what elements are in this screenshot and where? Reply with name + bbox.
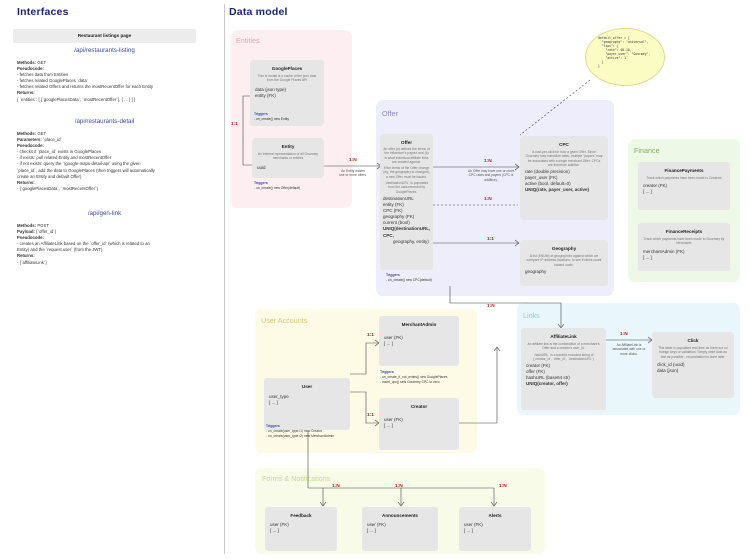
entity-merchantadmin: MerchantAdmin user (FK) [ ... ] <box>379 316 459 366</box>
entity-financepayments: FinancePayments Track which payments hav… <box>638 162 730 210</box>
entity-triggers-title: Triggers <box>254 181 268 185</box>
merchantadmin-trigger-2: - insert_cpc() sets Gourmey CPC to zero <box>380 380 440 384</box>
card-offer-cpc-dashed: 1:N <box>484 197 492 202</box>
endpoint-restaurants-detail: /api/restaurants-detail <box>74 118 135 125</box>
card-offer-link: 1:N <box>487 304 495 309</box>
entity-alerts: Alerts user (FK) [ ... ] <box>459 507 531 551</box>
card-user-announcements: 1:N <box>395 484 403 489</box>
endpoint3-spec: Methods: POST Payload: {`offer_id`} Pseu… <box>17 223 150 265</box>
interfaces-page-title: Restaurant listings page <box>13 29 196 43</box>
entity-financereceipts: FinanceReceipts Track which payments hav… <box>638 223 730 271</box>
entity-click: Click This table is populated real-time … <box>652 332 734 398</box>
endpoint-gen-link: /api/gen-link <box>87 210 122 217</box>
entity-offer: Offer An offer (a) defines the terms of … <box>380 134 433 270</box>
entity-creator: Creator user (FK) [ ... ] <box>379 398 459 450</box>
card-user-creator: 1:1 <box>367 413 374 418</box>
card-user-alerts: 1:N <box>499 484 507 489</box>
entity-geography: Geography A list (ENUM) of geographies a… <box>520 240 608 286</box>
entity-cpc: CPC A cost-per-click for how a given Off… <box>520 136 608 220</box>
card-user-feedback: 1:N <box>332 484 340 489</box>
card-offer-geography: 1:1 <box>487 237 494 242</box>
offer-region-title: Offer <box>382 109 398 118</box>
offer-triggers-title: Triggers <box>386 273 400 277</box>
merchantadmin-triggers-title: Triggers <box>380 370 394 374</box>
links-region-title: Links <box>523 311 540 320</box>
finance-region-title: Finance <box>634 146 660 155</box>
column-divider <box>224 4 225 554</box>
card-offer-cpc: 1:N <box>484 159 492 164</box>
entity-entity: Entity An internal representation of all… <box>252 138 324 178</box>
default-offer-code: default_offer = { "geography": "universa… <box>598 36 651 68</box>
entity-trigger: - on_create() new Offer(default) <box>254 186 301 190</box>
googleplaces-trigger: - on_create() new Entity <box>254 117 289 121</box>
entity-googleplaces: GooglePlaces This is model is a cache of… <box>250 60 324 126</box>
card-entity-offer: 1:N <box>349 158 357 163</box>
note-link-click: An AffiliateLink is associated with one … <box>612 343 646 356</box>
card-user-merchant: 1:1 <box>367 333 374 338</box>
user-triggers-title: Triggers <box>266 424 280 428</box>
endpoint-restaurants-listing: /api/restaurants-listing <box>74 47 135 54</box>
entity-affiliatelink: AffiliateLink An affiliate link is the c… <box>521 328 606 410</box>
offer-trigger: - on_create() new CPC(default) <box>386 278 432 282</box>
endpoint2-spec: Methods: GET Parameters: `place_id` Pseu… <box>17 131 155 191</box>
entity-user: User user_type [ ... ] <box>264 378 350 430</box>
googleplaces-triggers-title: Triggers <box>254 112 268 116</box>
user-trigger-1: - on_create(user_type=1) new Creator <box>266 429 322 433</box>
entity-announcements: Announcements user (FK) [ ... ] <box>362 507 438 551</box>
card-link-click: 1:N <box>620 332 628 337</box>
user-trigger-2: - on_create(user_type=2) new MerchantAdm… <box>266 434 335 438</box>
interfaces-heading: Interfaces <box>17 6 69 18</box>
card-gp-entity: 1:1 <box>231 122 238 127</box>
endpoint1-spec: Methods: GET Pseudocode: - fetches data … <box>17 60 153 102</box>
forms-region-title: Forms & Notifications <box>262 474 331 483</box>
data-model-heading: Data model <box>229 6 288 18</box>
entity-feedback: Feedback user (FK) [ ... ] <box>265 507 337 551</box>
merchantadmin-trigger-1: - on_create_if_not_exists() new GooglePl… <box>380 375 448 379</box>
user-accounts-region-title: User Accounts <box>261 316 308 325</box>
entities-region-title: Entities <box>236 36 260 45</box>
default-offer-bubble <box>585 28 665 86</box>
note-offer-cpc: An Offer may have one or more CPC rates … <box>467 169 515 182</box>
note-entity-offer: An Entity makes one or more offers. <box>339 169 367 178</box>
